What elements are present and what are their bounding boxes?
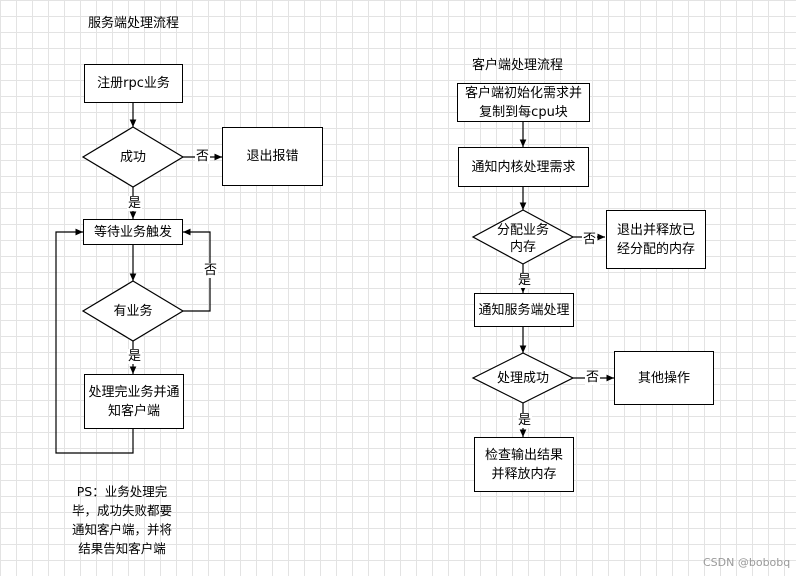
client-check-box: 检查输出结果并释放内存 (474, 437, 574, 492)
edge-label-no: 否 (195, 149, 211, 164)
client-success-label: 处理成功 (496, 370, 549, 386)
edge-label-yes: 是 (517, 413, 533, 428)
edge-label-no: 否 (582, 232, 598, 247)
edge-process-loop (55, 228, 134, 454)
server-exit-error-box: 退出报错 (222, 127, 323, 186)
server-wait-box: 等待业务触发 (83, 219, 183, 245)
server-success-label: 成功 (119, 149, 146, 165)
edge-label-yes: 是 (127, 196, 143, 211)
server-register-box: 注册rpc业务 (84, 64, 183, 103)
client-other-box: 其他操作 (614, 351, 714, 405)
edge-label-yes: 是 (517, 273, 533, 288)
watermark: CSDN @bobobq (703, 556, 791, 569)
edge-label-no: 否 (585, 370, 601, 385)
client-flow-title: 客户端处理流程 (472, 58, 564, 73)
server-has-task-label: 有业务 (113, 303, 153, 319)
server-note: PS：业务处理完毕，成功失败都要通知客户端，并将结果告知客户端 (71, 484, 172, 556)
client-notify-server-box: 通知服务端处理 (474, 293, 574, 327)
client-init-box: 客户端初始化需求并复制到每cpu块 (457, 83, 590, 122)
server-flow-title: 服务端处理流程 (88, 16, 180, 31)
client-exit-release-box: 退出并释放已经分配的内存 (606, 210, 706, 269)
edge-label-yes: 是 (127, 349, 143, 364)
server-process-box: 处理完业务并通知客户端 (84, 374, 184, 429)
client-notify-kernel-box: 通知内核处理需求 (458, 147, 589, 187)
client-alloc-label: 分配业务内存 (496, 223, 549, 255)
edge-label-no: 否 (203, 263, 219, 278)
